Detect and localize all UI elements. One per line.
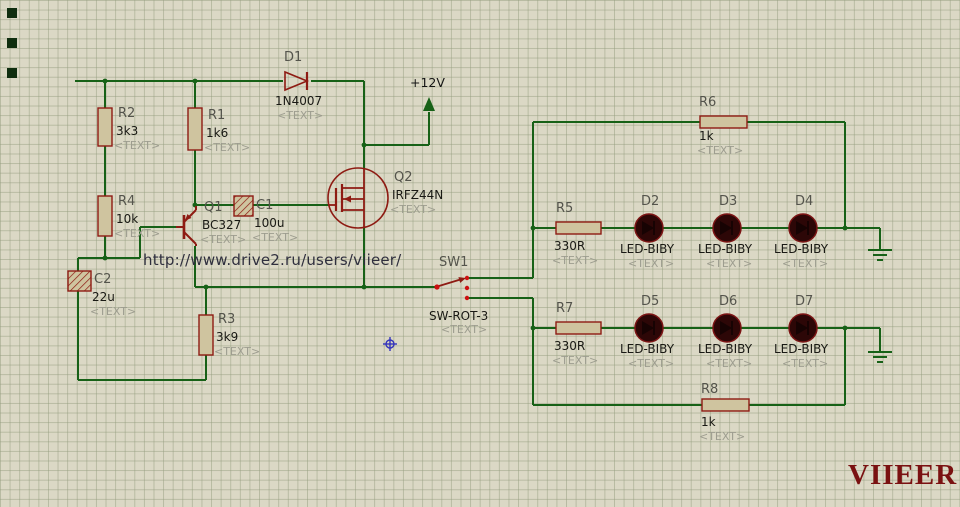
component-d1-diode[interactable] <box>284 70 310 92</box>
q1-value: BC327 <box>202 218 242 232</box>
r2-ref: R2 <box>118 106 136 121</box>
c1-text: <TEXT> <box>252 231 299 244</box>
r1-value: 1k6 <box>206 126 229 140</box>
component-r7-resistor[interactable] <box>555 321 602 335</box>
sw1-ref: SW1 <box>439 255 469 270</box>
component-d2-led[interactable] <box>634 213 664 243</box>
d3-text: <TEXT> <box>706 257 753 270</box>
component-d3-led[interactable] <box>712 213 742 243</box>
sw1-text: <TEXT> <box>441 323 488 336</box>
r2-value: 3k3 <box>116 124 139 138</box>
brand-watermark: VIIEER <box>848 459 958 491</box>
c2-text: <TEXT> <box>90 305 137 318</box>
pin-dot <box>464 295 470 301</box>
d5-value: LED-BIBY <box>620 342 675 356</box>
d2-ref: D2 <box>641 194 660 209</box>
r6-value: 1k <box>699 129 714 143</box>
d4-text: <TEXT> <box>782 257 829 270</box>
component-r4-resistor[interactable] <box>97 195 113 237</box>
q2-ref: Q2 <box>394 170 413 185</box>
c2-ref: C2 <box>94 272 112 287</box>
power-label: +12V <box>410 75 445 90</box>
component-c1-capacitor[interactable] <box>233 195 254 217</box>
component-sw1-rotary-switch[interactable] <box>434 275 470 301</box>
r1-ref: R1 <box>208 108 226 123</box>
ground-icon[interactable] <box>868 351 892 363</box>
component-r3-resistor[interactable] <box>198 314 214 356</box>
q1-ref: Q1 <box>204 200 223 215</box>
d2-text: <TEXT> <box>628 257 675 270</box>
q2-text: <TEXT> <box>390 203 437 216</box>
r2-text: <TEXT> <box>114 139 161 152</box>
d2-value: LED-BIBY <box>620 242 675 256</box>
component-q1-transistor[interactable] <box>176 206 197 246</box>
r4-value: 10k <box>116 212 139 226</box>
r6-ref: R6 <box>699 95 717 110</box>
d6-value: LED-BIBY <box>698 342 753 356</box>
d5-ref: D5 <box>641 294 660 309</box>
pin-dot <box>464 275 470 281</box>
r3-value: 3k9 <box>216 330 239 344</box>
origin-marker-icon <box>383 337 397 351</box>
component-r5-resistor[interactable] <box>555 221 602 235</box>
r8-ref: R8 <box>701 382 719 397</box>
component-d4-led[interactable] <box>788 213 818 243</box>
d6-ref: D6 <box>719 294 738 309</box>
d5-text: <TEXT> <box>628 357 675 370</box>
component-c2-capacitor[interactable] <box>67 270 92 292</box>
q2-value: IRFZ44N <box>392 188 444 202</box>
d7-text: <TEXT> <box>782 357 829 370</box>
r7-ref: R7 <box>556 301 574 316</box>
r5-value: 330R <box>554 239 586 253</box>
component-d5-led[interactable] <box>634 313 664 343</box>
d1-ref: D1 <box>284 50 303 65</box>
wire-net[interactable] <box>75 80 881 406</box>
d3-ref: D3 <box>719 194 738 209</box>
r3-text: <TEXT> <box>214 345 261 358</box>
d4-ref: D4 <box>795 194 814 209</box>
r7-text: <TEXT> <box>552 354 599 367</box>
r6-text: <TEXT> <box>697 144 744 157</box>
junction-dots <box>102 78 848 331</box>
d6-text: <TEXT> <box>706 357 753 370</box>
r8-value: 1k <box>701 415 716 429</box>
component-r2-resistor[interactable] <box>97 107 113 147</box>
r4-ref: R4 <box>118 194 136 209</box>
corner-marker <box>7 8 17 78</box>
r7-value: 330R <box>554 339 586 353</box>
component-d6-led[interactable] <box>712 313 742 343</box>
d1-text: <TEXT> <box>277 109 324 122</box>
sw1-value: SW-ROT-3 <box>429 309 489 323</box>
component-d7-led[interactable] <box>788 313 818 343</box>
r3-ref: R3 <box>218 312 236 327</box>
component-r8-resistor[interactable] <box>701 398 750 412</box>
r8-text: <TEXT> <box>699 430 746 443</box>
component-r6-resistor[interactable] <box>699 115 748 129</box>
d1-value: 1N4007 <box>275 94 323 108</box>
pin-dot <box>434 284 440 290</box>
component-q2-mosfet[interactable] <box>327 167 389 229</box>
c2-value: 22u <box>92 290 115 304</box>
c1-ref: C1 <box>256 198 274 213</box>
r5-text: <TEXT> <box>552 254 599 267</box>
power-terminal-icon[interactable] <box>423 97 435 111</box>
r5-ref: R5 <box>556 201 574 216</box>
q1-text: <TEXT> <box>200 233 247 246</box>
d4-value: LED-BIBY <box>774 242 829 256</box>
pin-dot <box>464 285 470 291</box>
d7-ref: D7 <box>795 294 814 309</box>
component-r1-resistor[interactable] <box>187 107 203 151</box>
d7-value: LED-BIBY <box>774 342 829 356</box>
r4-text: <TEXT> <box>114 227 161 240</box>
r1-text: <TEXT> <box>204 141 251 154</box>
url-annotation: http://www.drive2.ru/users/viieer/ <box>143 251 402 269</box>
c1-value: 100u <box>254 216 285 230</box>
d3-value: LED-BIBY <box>698 242 753 256</box>
ground-icon[interactable] <box>868 249 892 261</box>
